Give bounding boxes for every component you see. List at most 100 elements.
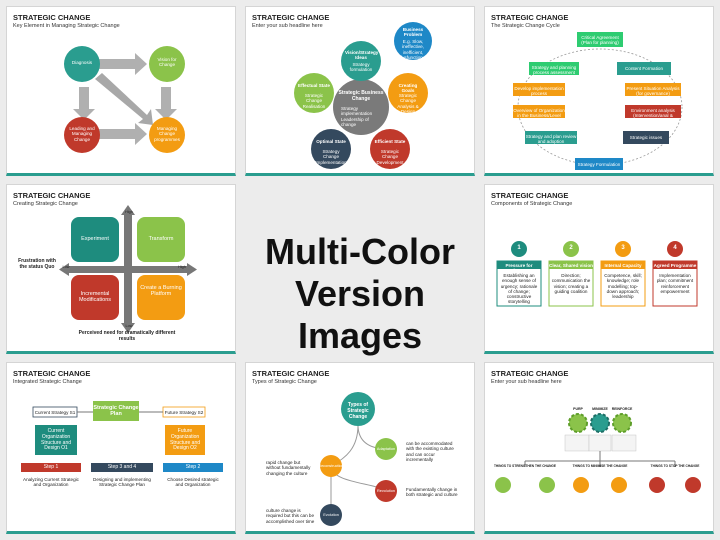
slide-subtitle: Enter your sub headline here — [491, 379, 562, 385]
slide-thumbnail-components[interactable]: STRATEGIC CHANGE Components of Strategic… — [484, 184, 714, 354]
cycle-diagram — [294, 22, 432, 169]
component-head: Clear, Shared vision — [549, 263, 593, 268]
cycle-arrows — [513, 32, 683, 170]
step-body: Choose Desired strategic and Organizatio… — [167, 477, 219, 488]
axis-label: High — [178, 265, 186, 269]
component-head: Agreed Programme — [653, 263, 697, 268]
node-label: Managing Change programmes — [154, 126, 180, 142]
structure-box: Current Organization Structure and Desig… — [40, 428, 72, 452]
quadrant-label: Create a Burning Platform — [140, 285, 182, 298]
cycle-box: Environment analysis (Intervention/anal … — [631, 108, 675, 124]
cycle-box: Overview of Organization in the Business… — [513, 108, 565, 119]
slide-subtitle: Key Element in Managing Strategic Change — [13, 23, 120, 29]
cycle-box: Strategic issues — [629, 135, 663, 140]
component-body: Competence, skill; knowledge; role model… — [604, 273, 642, 300]
step-number: 2 — [569, 245, 573, 251]
slide-title: STRATEGIC CHANGE — [491, 191, 569, 200]
node-label: Diagnosis — [71, 60, 93, 65]
node-head: Effectual State — [298, 83, 330, 88]
types-diagram — [320, 392, 397, 526]
cycle-box: Strategy Formulation — [577, 162, 621, 167]
left-axis-title: Frustration with the status Quo — [18, 258, 56, 270]
slide-subtitle: Creating Strategic Change — [13, 201, 78, 207]
slide-thumbnail-integrated[interactable]: STRATEGIC CHANGE Integrated Strategic Ch… — [6, 362, 236, 534]
type-name: Revolution — [377, 489, 395, 493]
slide-thumbnail-force-field[interactable]: STRATEGIC CHANGE Enter your sub headline… — [484, 362, 714, 534]
cycle-box: Content Formation — [624, 66, 664, 71]
types-center: Types of Strategic Change — [347, 402, 369, 420]
slide-thumbnail-business-change[interactable]: STRATEGIC CHANGE Enter your sub headline… — [245, 6, 475, 176]
slide-thumbnail-change-cycle[interactable]: STRATEGIC CHANGE The Strategic Change Cy… — [484, 6, 714, 176]
cycle-box: Present Situation Analysis (for governan… — [626, 86, 680, 97]
slide-subtitle: Components of Strategic Change — [491, 201, 573, 207]
axis-label: Low — [125, 324, 133, 328]
slide-subtitle: Integrated Strategic Change — [13, 379, 82, 385]
step-number: 4 — [673, 245, 677, 251]
component-body: Implementation plan; commitment reinforc… — [656, 273, 694, 294]
components-diagram — [496, 241, 698, 307]
slide-thumbnail-types[interactable]: STRATEGIC CHANGE Types of Strategic Chan… — [245, 362, 475, 534]
slide-thumbnail-creating-change[interactable]: STRATEGIC CHANGE Creating Strategic Chan… — [6, 184, 236, 354]
node-body: Strategy formulation — [349, 62, 373, 73]
strategy-box: Future Strategy S2 — [164, 410, 204, 415]
step-head: Step 3 and 4 — [107, 464, 137, 470]
node-label: Vision for Change — [157, 57, 177, 68]
center-bullet: Strategy implementation — [341, 106, 373, 117]
multi-color-heading: Multi-Color Version Images — [240, 231, 480, 357]
group-label: THINGS TO MINIMISE THE CHANGE — [572, 464, 628, 468]
node-label: Leading and Managing Change — [69, 126, 95, 142]
gear-label: REINFORCE — [611, 407, 633, 411]
slide-subtitle: Enter your sub headline here — [252, 23, 323, 29]
structure-box: Future Organization Structure and Design… — [169, 428, 201, 452]
strategy-box: Current Strategy S1 — [34, 410, 76, 415]
slide-title: STRATEGIC CHANGE — [13, 191, 91, 200]
slide-title: STRATEGIC CHANGE — [491, 369, 569, 378]
group-label: THINGS TO STRENGTHEN THE CHANGE — [493, 464, 557, 468]
step-number: 3 — [621, 245, 625, 251]
quadrant-diagram — [59, 205, 197, 333]
integrated-diagram — [21, 401, 223, 472]
node-body: Strategic Change Development — [376, 149, 404, 165]
quadrant-label: Experiment — [81, 236, 109, 242]
slide-title: STRATEGIC CHANGE — [252, 369, 330, 378]
heading-line: Multi-Color — [265, 231, 455, 272]
center-bullet: Leadership of change — [341, 117, 369, 128]
cycle-box: Critical Agreement (Plan for planning) — [581, 35, 619, 46]
component-body: Establishing an enough sense of urgency;… — [500, 273, 538, 305]
node-body: Strategy Change Implementation — [315, 149, 347, 165]
arrows-diagram — [64, 46, 185, 153]
step-number: 1 — [517, 245, 521, 251]
step-head: Step 1 — [43, 464, 59, 470]
node-head: Efficient State — [374, 139, 406, 144]
gears-diagram — [495, 413, 701, 493]
step-body: Analyzing Current Strategic and Organiza… — [23, 477, 79, 488]
group-label: THINGS TO STOP THE CHANGE — [650, 464, 700, 468]
cycle-box: Strategy and plan review and adoption — [525, 134, 577, 145]
slide-subtitle: The Strategic Change Cycle — [491, 23, 560, 29]
type-name: Evolution — [323, 513, 339, 517]
node-head: Creating Goals — [398, 83, 418, 94]
cycle-box: Develop implementation process — [514, 86, 564, 97]
slide-thumbnail-key-elements[interactable]: STRATEGIC CHANGE Key Element in Managing… — [6, 6, 236, 176]
component-body: Direction; communication the vision; cre… — [551, 273, 591, 294]
type-name: Adaptation — [376, 447, 396, 451]
axis-label: Low — [62, 265, 70, 269]
cycle-box: Strategy and planning process assessment — [531, 65, 577, 76]
node-body: Strategic Change Realisation — [302, 93, 326, 109]
component-head: Internal Capacity — [604, 263, 642, 268]
strategy-box: Strategic Change Plan — [93, 405, 139, 418]
node-head: Optimal State — [316, 139, 346, 144]
quadrant-label: Incremental Modifications — [78, 291, 112, 304]
center-heading: Strategic Business Change — [338, 90, 384, 102]
type-desc: can be accommodated with the existing cu… — [406, 441, 454, 462]
node-head: Business Problem — [402, 27, 424, 38]
axis-label: High — [125, 210, 133, 214]
slide-subtitle: Types of Strategic Change — [252, 379, 317, 385]
quadrant-label: Transform — [148, 236, 174, 242]
component-head: Pressure for change — [505, 263, 533, 274]
slide-title: STRATEGIC CHANGE — [252, 13, 330, 22]
step-body: Designing and implementing Strategic Cha… — [93, 477, 151, 488]
slide-title: STRATEGIC CHANGE — [13, 369, 91, 378]
node-body: Strategic Change Analysis & Design — [397, 93, 419, 114]
type-desc: culture change is required but this can … — [266, 508, 315, 524]
